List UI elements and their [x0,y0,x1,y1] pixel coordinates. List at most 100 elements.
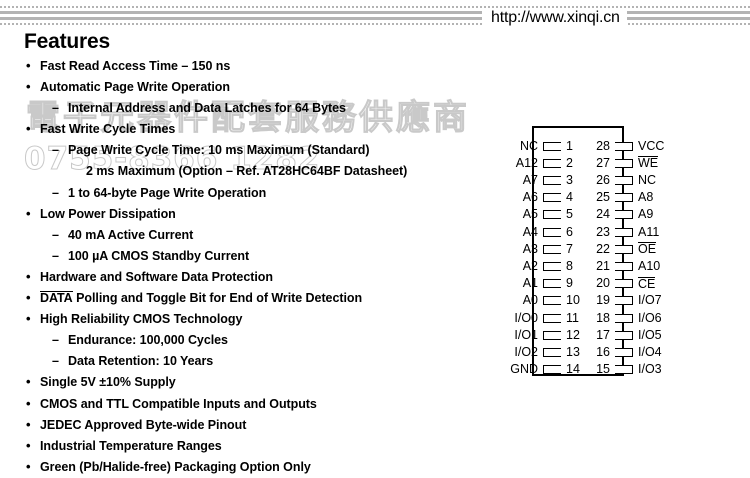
pin-number: 14 [566,362,580,377]
pin-label: I/O5 [638,327,662,342]
feature-item: Low Power Dissipation [24,203,454,225]
pin-number: 4 [566,190,573,205]
pin-stub [543,279,561,289]
pin-stub [543,313,561,323]
pin-number: 3 [566,172,573,187]
header-rule-4 [0,23,750,25]
feature-item: Automatic Page Write Operation [24,76,454,98]
pin-label: CE [638,276,656,291]
pin-stub [615,193,633,203]
pin-row: 16 I/O4 [588,344,738,360]
pin-label: I/O3 [638,362,662,377]
feature-item: Green (Pb/Halide-free) Packaging Option … [24,456,454,478]
pin-row: NC 1 [470,138,588,154]
pin-number: 26 [596,172,610,187]
pin-number: 1 [566,138,573,153]
overline-signal-name: CE [638,276,656,291]
pin-label: VCC [638,138,665,153]
pin-label: A3 [522,241,538,256]
feature-item: Endurance: 100,000 Cycles [24,330,454,351]
features-heading: Features [24,30,110,53]
feature-item: Hardware and Software Data Protection [24,266,454,288]
pin-label: A9 [638,207,654,222]
overline-signal-name: DATA [40,291,73,306]
feature-item: 1 to 64-byte Page Write Operation [24,183,454,204]
pin-row: 19 I/O7 [588,293,738,309]
pin-number: 7 [566,241,573,256]
pin-stub [543,227,561,237]
pin-row: 22 OE [588,241,738,257]
pin-stub [615,244,633,254]
pin-number: 13 [566,344,580,359]
feature-item: Data Retention: 10 Years [24,351,454,372]
pin-label: I/O0 [514,310,538,325]
pin-row: 24 A9 [588,207,738,223]
pin-label: A7 [522,172,538,187]
pin-stub [615,175,633,185]
pin-label: A4 [522,224,538,239]
pin-row: A6 4 [470,190,588,206]
pin-label: I/O2 [514,344,538,359]
pin-number: 9 [566,276,573,291]
pin-number: 5 [566,207,573,222]
pin-label: OE [638,242,657,256]
overline-signal-name: WE [638,156,659,171]
pin-number: 11 [566,310,579,325]
feature-item: Single 5V ±10% Supply [24,371,454,393]
pin-label: GND [510,362,538,377]
pin-row: 26 NC [588,172,738,188]
pin-number: 18 [596,310,610,325]
feature-item: 2 ms Maximum (Option – Ref. AT28HC64BF D… [86,164,408,179]
pin-number: 21 [596,258,610,273]
pin-stub [543,244,561,254]
pin-number: 19 [596,293,610,308]
feature-item: Internal Address and Data Latches for 64… [24,98,454,119]
pin-label: A11 [638,224,660,239]
pin-stub [615,158,633,168]
pin-stub [543,330,561,340]
pin-label: NC [519,138,538,153]
pin-stub [543,210,561,220]
pin-stub [615,279,633,289]
header-rule-3 [0,17,750,20]
pin-number: 6 [566,224,573,239]
pin-number: 24 [596,207,610,222]
pin-number: 12 [566,327,580,342]
pin-label: I/O1 [514,327,538,342]
pin-label: I/O4 [638,344,662,359]
pin-stub [543,365,561,375]
pin-label: I/O7 [638,293,662,308]
pin-stub [543,261,561,271]
pin-stub [615,261,633,271]
pin-number: 8 [566,258,573,273]
header-url-link[interactable]: http://www.xinqi.cn [482,8,627,28]
feature-item: Industrial Temperature Ranges [24,435,454,457]
pin-stub [543,347,561,357]
pin-stub [543,296,561,306]
pin-stub [615,365,633,375]
pin-label: A6 [522,190,538,205]
feature-item: Page Write Cycle Time: 10 ms Maximum (St… [24,140,454,161]
pin-label: NC [638,172,657,187]
pin-row: I/O2 13 [470,344,588,360]
pin-stub [543,193,561,203]
pin-stub [615,141,633,151]
feature-item: CMOS and TTL Compatible Inputs and Outpu… [24,392,454,415]
pin-label: A5 [522,207,538,222]
pin-row: A4 6 [470,224,588,240]
pin-stub [543,158,561,168]
pin-number: 22 [596,241,610,256]
pin-number: 16 [596,344,610,359]
pin-row: I/O1 12 [470,327,588,343]
feature-item: JEDEC Approved Byte-wide Pinout [24,414,454,436]
